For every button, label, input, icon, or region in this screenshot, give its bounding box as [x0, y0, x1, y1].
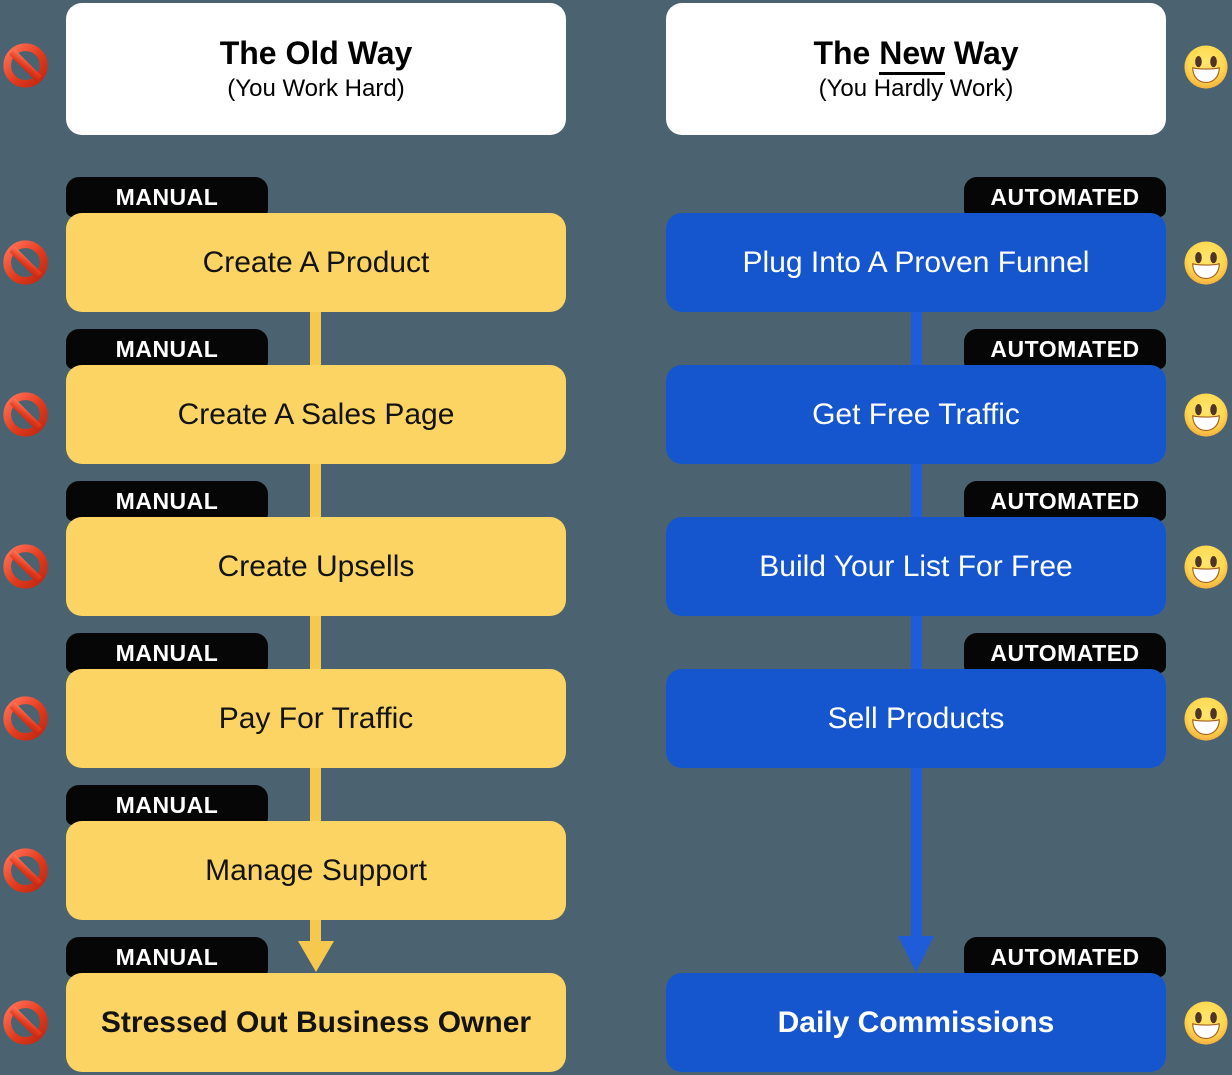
title-prefix: The: [813, 35, 871, 72]
prohibited-icon: [3, 696, 48, 741]
automated-tag: AUTOMATED: [964, 481, 1166, 521]
step-label: Pay For Traffic: [218, 701, 414, 735]
connector-line: [911, 300, 922, 375]
automated-tag-label: AUTOMATED: [990, 183, 1140, 210]
step-label: Create A Product: [202, 245, 430, 279]
automated-tag: AUTOMATED: [964, 329, 1166, 369]
old-way-title: The Old Way: [219, 35, 413, 72]
step-label: Get Free Traffic: [812, 397, 1020, 431]
automated-tag-label: AUTOMATED: [990, 639, 1140, 666]
step-label: Manage Support: [205, 853, 427, 887]
connector-arrow-shaft: [911, 756, 922, 938]
step-label: Plug Into A Proven Funnel: [742, 245, 1090, 279]
automated-tag-label: AUTOMATED: [990, 487, 1140, 514]
prohibited-icon: [3, 240, 48, 285]
connector-line: [310, 300, 321, 375]
automated-tag: AUTOMATED: [964, 177, 1166, 217]
step-box-plug-into-a-proven-funnel: Plug Into A Proven Funnel: [666, 213, 1166, 312]
manual-tag: MANUAL: [66, 937, 268, 977]
step-label: Create A Sales Page: [177, 397, 455, 431]
manual-tag-label: MANUAL: [115, 183, 219, 210]
title-underlined-word: New: [879, 35, 946, 76]
step-box-create-a-sales-page: Create A Sales Page: [66, 365, 566, 464]
automated-tag-label: AUTOMATED: [990, 335, 1140, 362]
new-way-header-card: The New Way (You Hardly Work): [666, 3, 1166, 135]
manual-tag: MANUAL: [66, 177, 268, 217]
automated-tag: AUTOMATED: [964, 937, 1166, 977]
old-way-header-card: The Old Way (You Work Hard): [66, 3, 566, 135]
step-label: Build Your List For Free: [759, 549, 1073, 583]
automated-tag-label: AUTOMATED: [990, 943, 1140, 970]
down-arrow-icon: [298, 941, 334, 972]
connector-arrow-shaft: [310, 910, 321, 942]
smiley-icon: [1183, 44, 1229, 90]
new-way-title: The New Way: [813, 35, 1019, 76]
step-box-sell-products: Sell Products: [666, 669, 1166, 768]
title-suffix: Way: [953, 35, 1019, 72]
smiley-icon: [1183, 1000, 1229, 1046]
automated-tag: AUTOMATED: [964, 633, 1166, 673]
old-way-subtitle: (You Work Hard): [227, 74, 405, 102]
down-arrow-icon: [898, 936, 934, 972]
prohibited-icon: [3, 1000, 48, 1045]
new-way-subtitle: (You Hardly Work): [818, 74, 1014, 102]
step-box-build-your-list-for-free: Build Your List For Free: [666, 517, 1166, 616]
connector-line: [310, 452, 321, 527]
connector-line: [911, 452, 922, 527]
manual-tag-label: MANUAL: [115, 943, 219, 970]
step-box-create-upsells: Create Upsells: [66, 517, 566, 616]
manual-tag-label: MANUAL: [115, 335, 219, 362]
step-box-stressed-out-business-owner: Stressed Out Business Owner: [66, 973, 566, 1072]
step-box-manage-support: Manage Support: [66, 821, 566, 920]
connector-line: [310, 604, 321, 679]
step-label: Stressed Out Business Owner: [100, 1005, 532, 1039]
step-box-pay-for-traffic: Pay For Traffic: [66, 669, 566, 768]
manual-tag-label: MANUAL: [115, 791, 219, 818]
step-box-daily-commissions: Daily Commissions: [666, 973, 1166, 1072]
prohibited-icon: [3, 544, 48, 589]
step-box-create-a-product: Create A Product: [66, 213, 566, 312]
prohibited-icon: [3, 848, 48, 893]
smiley-icon: [1183, 392, 1229, 438]
step-box-get-free-traffic: Get Free Traffic: [666, 365, 1166, 464]
step-label: Create Upsells: [217, 549, 415, 583]
step-label: Daily Commissions: [777, 1005, 1055, 1039]
manual-tag-label: MANUAL: [115, 487, 219, 514]
manual-tag: MANUAL: [66, 329, 268, 369]
manual-tag: MANUAL: [66, 481, 268, 521]
manual-tag: MANUAL: [66, 633, 268, 673]
connector-line: [911, 604, 922, 679]
manual-tag: MANUAL: [66, 785, 268, 825]
step-label: Sell Products: [827, 701, 1005, 735]
prohibited-icon: [3, 43, 48, 88]
smiley-icon: [1183, 240, 1229, 286]
connector-line: [310, 756, 321, 831]
smiley-icon: [1183, 696, 1229, 742]
prohibited-icon: [3, 392, 48, 437]
manual-tag-label: MANUAL: [115, 639, 219, 666]
smiley-icon: [1183, 544, 1229, 590]
